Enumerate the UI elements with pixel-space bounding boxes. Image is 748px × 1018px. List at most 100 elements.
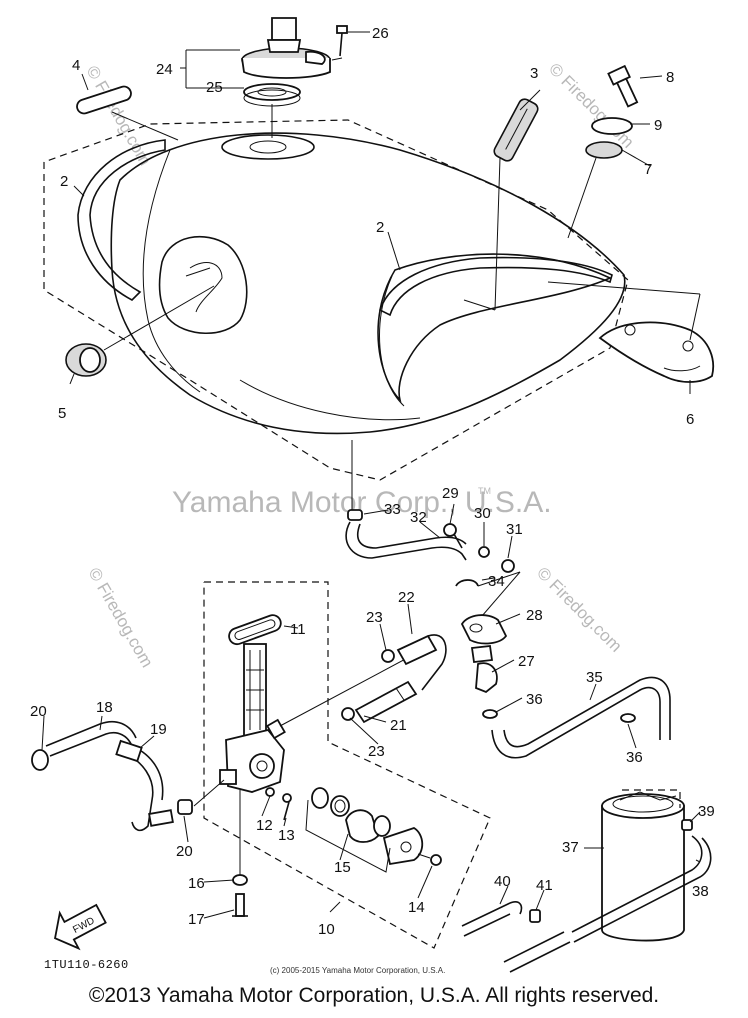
bolt-29 xyxy=(443,523,463,549)
callout-21: 21 xyxy=(390,717,407,734)
callout-23a: 23 xyxy=(366,609,383,626)
clip-36b xyxy=(620,713,636,723)
cock-lever-assembly xyxy=(311,787,424,866)
tank-bracket xyxy=(598,321,714,383)
callout-20a: 20 xyxy=(30,703,47,720)
fuel-cock-body xyxy=(219,718,286,793)
callout-33: 33 xyxy=(384,501,401,518)
callout-10: 10 xyxy=(318,921,335,938)
callout-24: 24 xyxy=(156,61,173,78)
callout-7: 7 xyxy=(644,161,652,178)
callout-26: 26 xyxy=(372,25,389,42)
callout-5: 5 xyxy=(58,405,66,422)
callout-4: 4 xyxy=(72,57,80,74)
canister-37 xyxy=(601,791,685,942)
callout-40: 40 xyxy=(494,873,511,890)
hose-21 xyxy=(354,680,418,724)
valve-28 xyxy=(460,614,508,645)
callout-14: 14 xyxy=(408,899,425,916)
tank-badge-left xyxy=(158,235,248,335)
callout-8: 8 xyxy=(666,69,674,86)
fuel-cock-gasket xyxy=(228,614,282,646)
callout-36a: 36 xyxy=(526,691,543,708)
callout-39: 39 xyxy=(698,803,715,820)
callout-31: 31 xyxy=(506,521,523,538)
hose-18 xyxy=(45,720,137,757)
hose-clip-33 xyxy=(347,509,363,521)
callout-9: 9 xyxy=(654,117,662,134)
nut-31 xyxy=(501,559,515,573)
diagram-code: 1TU110-6260 xyxy=(44,958,129,972)
callout-18: 18 xyxy=(96,699,113,716)
fwd-arrow-icon: FWD xyxy=(54,903,107,951)
fuel-hose-32 xyxy=(345,521,467,561)
hose-38 xyxy=(571,835,712,943)
callout-37: 37 xyxy=(562,839,579,856)
callout-2a: 2 xyxy=(60,173,68,190)
watermark-firedog-3: © Firedog.com xyxy=(85,565,157,671)
washer xyxy=(591,117,633,135)
damper xyxy=(585,141,623,159)
callout-27: 27 xyxy=(518,653,535,670)
callout-6: 6 xyxy=(686,411,694,428)
cock-screw xyxy=(282,793,292,821)
watermark-tm: TM xyxy=(478,486,491,496)
callout-20b: 20 xyxy=(176,843,193,860)
clip-23a xyxy=(381,649,395,663)
callout-35: 35 xyxy=(586,669,603,686)
callout-19: 19 xyxy=(150,721,167,738)
callout-29: 29 xyxy=(442,485,459,502)
callout-labels: 24 25 26 4 3 8 9 7 2 2 5 6 29 33 32 30 3… xyxy=(30,25,715,938)
emblem-gasket-left xyxy=(77,139,166,301)
callout-32: 32 xyxy=(410,509,427,526)
clip-20b xyxy=(177,799,193,815)
small-copyright: (c) 2005-2015 Yamaha Motor Corporation, … xyxy=(270,966,446,975)
callout-30: 30 xyxy=(474,505,491,522)
watermark-firedog-1: © Firedog.com xyxy=(83,63,155,169)
callout-3: 3 xyxy=(530,65,538,82)
callout-12: 12 xyxy=(256,817,273,834)
callout-16: 16 xyxy=(188,875,205,892)
drain-washer xyxy=(232,874,248,886)
fuel-cap-assembly xyxy=(241,17,331,79)
cock-screw-lever xyxy=(417,853,442,866)
mounting-bolt xyxy=(607,64,639,108)
callout-28: 28 xyxy=(526,607,543,624)
hose-joint-19 xyxy=(115,739,143,763)
copyright-notice: ©2013 Yamaha Motor Corporation, U.S.A. A… xyxy=(88,984,660,1007)
drain-screw xyxy=(232,893,248,917)
callout-36b: 36 xyxy=(626,749,643,766)
fuel-cock-boundary xyxy=(203,581,491,949)
callout-13: 13 xyxy=(278,827,295,844)
callout-17: 17 xyxy=(188,911,205,928)
clip-36a xyxy=(482,709,498,719)
leader-lines xyxy=(41,31,701,919)
clip-23b xyxy=(341,707,355,721)
hose-40 xyxy=(461,901,523,937)
fuel-tank xyxy=(110,132,626,435)
emblem-strip xyxy=(76,85,132,115)
fuel-cap-gasket xyxy=(243,83,301,107)
callout-41: 41 xyxy=(536,877,553,894)
fuel-filter-27 xyxy=(470,645,498,694)
clip-41 xyxy=(529,909,541,923)
tank-emblem-badge xyxy=(493,98,539,162)
callout-2b: 2 xyxy=(376,219,384,236)
nut-30 xyxy=(478,546,490,558)
callout-34: 34 xyxy=(488,573,505,590)
callout-38: 38 xyxy=(692,883,709,900)
cock-screw-small xyxy=(265,787,275,797)
hose-end-19 xyxy=(148,809,174,827)
callout-25: 25 xyxy=(206,79,223,96)
callout-23b: 23 xyxy=(368,743,385,760)
fuel-cock-strainer xyxy=(243,643,267,737)
cap-screw xyxy=(336,25,348,57)
tank-grommet xyxy=(65,343,107,377)
clip-39 xyxy=(681,819,693,831)
emblem-gasket-right xyxy=(379,256,613,317)
callout-15: 15 xyxy=(334,859,351,876)
hose-lower xyxy=(503,931,571,973)
hose-22 xyxy=(396,634,447,691)
watermark-firedog-4: © Firedog.com xyxy=(533,563,625,655)
